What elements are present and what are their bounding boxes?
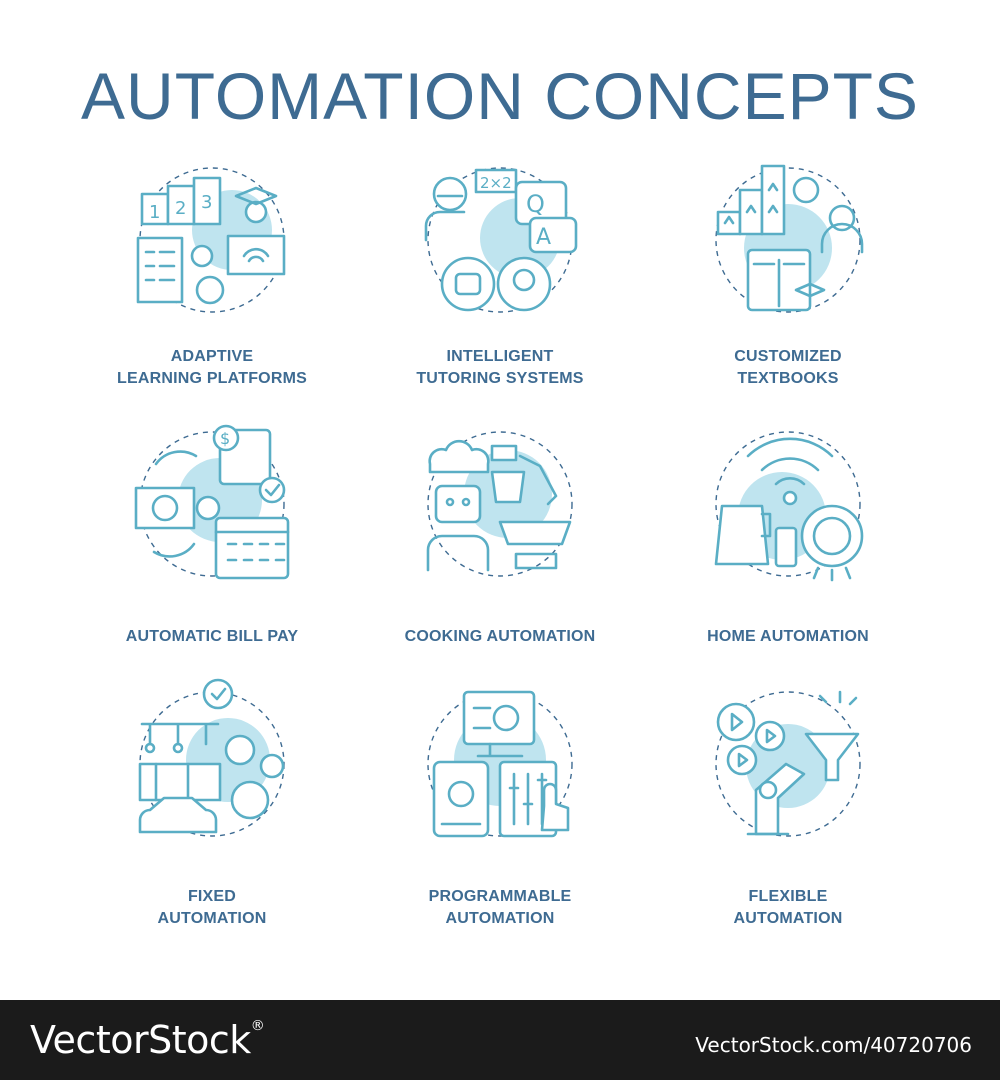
svg-text:2×2: 2×2 <box>480 174 512 192</box>
smart-home-icon <box>708 424 868 584</box>
concept-label: CUSTOMIZED TEXTBOOKS <box>734 348 842 387</box>
bill-pay-icon: $ <box>132 424 292 584</box>
concept-label: INTELLIGENT TUTORING SYSTEMS <box>416 348 584 387</box>
watermark-footer: VectorStock® VectorStock.com/40720706 <box>0 1000 1000 1080</box>
programmable-panel-icon <box>420 684 580 844</box>
image-id: VectorStock.com/40720706 <box>695 1033 972 1057</box>
svg-text:A: A <box>536 225 551 250</box>
cooking-robot-icon <box>420 424 580 584</box>
svg-text:3: 3 <box>201 192 212 213</box>
textbook-icon <box>708 160 868 320</box>
page-title: AUTOMATION CONCEPTS <box>81 59 919 133</box>
concept-label: AUTOMATIC BILL PAY <box>125 628 299 645</box>
tutoring-robot-icon: 2×2 Q A <box>420 160 580 320</box>
adaptive-learning-icon: 1 2 3 <box>132 160 292 320</box>
svg-text:1: 1 <box>149 202 160 223</box>
concept-label: PROGRAMMABLE AUTOMATION <box>428 888 572 927</box>
concept-grid: 1 2 3 ADAPTIVE LEARNING PLATFORMS <box>117 160 869 927</box>
vectorstock-logo: VectorStock® <box>30 1018 265 1062</box>
svg-text:2: 2 <box>175 198 186 219</box>
concept-label: ADAPTIVE LEARNING PLATFORMS <box>117 348 307 387</box>
svg-text:Q: Q <box>526 190 545 218</box>
concept-label: FIXED AUTOMATION <box>157 888 267 927</box>
svg-text:$: $ <box>220 429 230 448</box>
concept-label: HOME AUTOMATION <box>707 628 869 645</box>
concept-label: FLEXIBLE AUTOMATION <box>733 888 843 927</box>
robot-arm-funnel-icon <box>708 684 868 844</box>
assembly-line-icon <box>132 678 292 844</box>
concept-label: COOKING AUTOMATION <box>404 628 596 645</box>
